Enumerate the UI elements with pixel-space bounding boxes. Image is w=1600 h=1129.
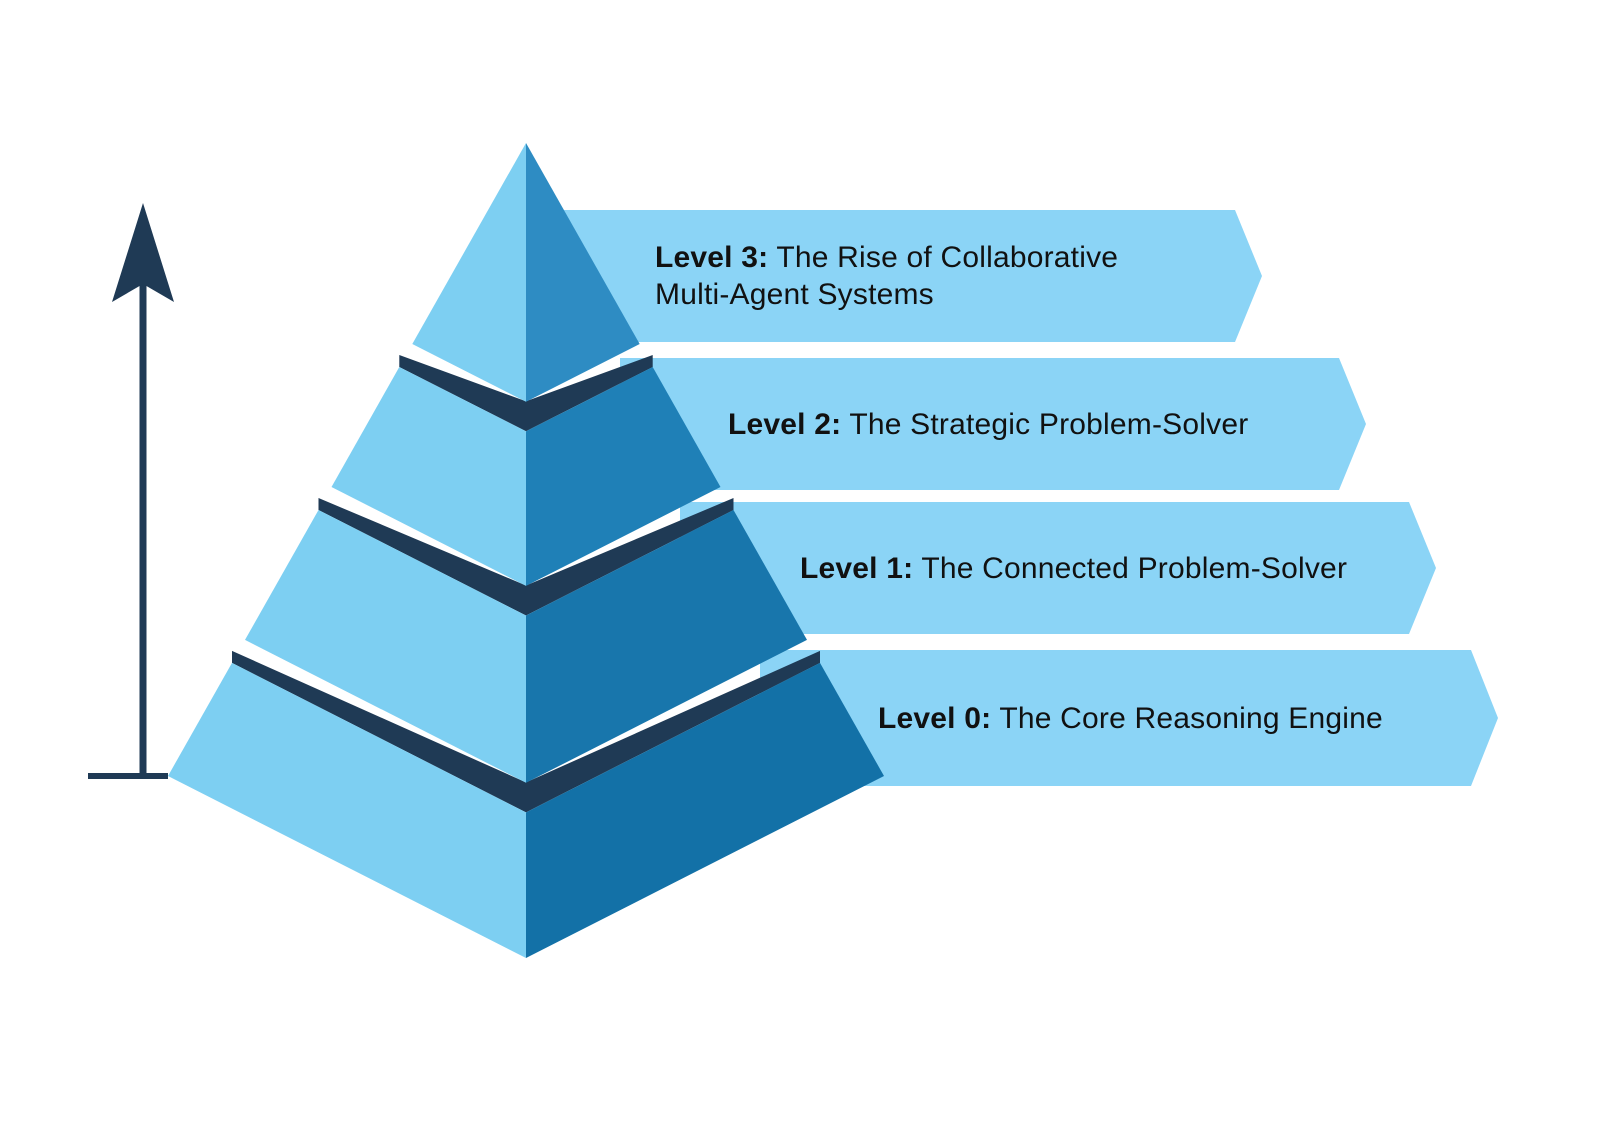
banner-level-1-label: Level 1: [800, 551, 914, 585]
banner-level-0-title: The Core Reasoning Engine [999, 701, 1383, 735]
growth-arrow-shaft [139, 280, 147, 778]
banner-level-2-text: Level 2: The Strategic Problem-Solver [728, 406, 1248, 443]
banner-level-1-text: Level 1: The Connected Problem-Solver [800, 550, 1347, 587]
pyramid-separator-3 [232, 650, 820, 813]
banner-level-1: Level 1: The Connected Problem-Solver [680, 502, 1436, 634]
banner-level-3-title: The Rise of Collaborative Multi-Agent Sy… [655, 241, 1119, 311]
growth-arrow-head [112, 203, 174, 302]
pyramid-tier-level2-left-face [331, 367, 526, 586]
pyramid-separator-2 [318, 498, 734, 616]
banner-level-2-title: The Strategic Problem-Solver [849, 407, 1249, 441]
banner-level-2-label: Level 2: [728, 407, 842, 441]
banner-level-3-label: Level 3: [655, 241, 769, 274]
banner-level-3: Level 3: The Rise of Collaborative Multi… [560, 210, 1262, 342]
banner-level-2: Level 2: The Strategic Problem-Solver [620, 358, 1366, 490]
banner-level-0-label: Level 0: [878, 701, 992, 735]
axis-baseline [88, 773, 168, 779]
banner-level-1-title: The Connected Problem-Solver [921, 551, 1348, 585]
pyramid-tier-level0-left-face [168, 662, 526, 958]
banner-level-0-text: Level 0: The Core Reasoning Engine [878, 700, 1383, 737]
pyramid-separator-1 [399, 355, 653, 432]
banner-level-3-text: Level 3: The Rise of Collaborative Multi… [655, 239, 1175, 313]
pyramid-tier-level3-left-face [412, 143, 526, 402]
pyramid-tier-level1-left-face [245, 510, 526, 783]
growth-arrow-icon [88, 203, 174, 779]
banner-level-0: Level 0: The Core Reasoning Engine [760, 650, 1498, 786]
